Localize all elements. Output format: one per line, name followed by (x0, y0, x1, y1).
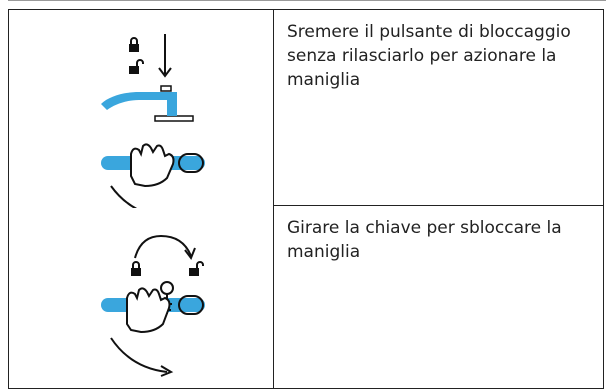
hand-icon (130, 143, 175, 188)
instruction-2-text: Girare la chiave per sbloccare la manigl… (287, 218, 562, 262)
unlocked-padlock-icon (189, 261, 204, 276)
key-unlock-illustration (101, 234, 205, 377)
instruction-1-text: Sremere il pulsante di bloccaggio senza … (287, 22, 571, 90)
rotate-arrow-icon (110, 185, 138, 208)
row-divider (273, 205, 604, 206)
locked-padlock-icon (131, 261, 141, 276)
instruction-table: Sremere il pulsante di bloccaggio senza … (8, 9, 604, 389)
handle-base-plate (154, 115, 194, 122)
top-rule (8, 0, 606, 1)
key-turn-arrow-icon (134, 234, 192, 259)
lock-button-press-illustration (101, 34, 205, 208)
hand-icon (126, 287, 171, 334)
column-divider (273, 10, 274, 388)
door-handle-shape (101, 92, 177, 116)
rotate-arrow-icon (110, 337, 168, 373)
unlocked-padlock-icon (129, 59, 144, 74)
locked-padlock-icon (129, 37, 139, 52)
